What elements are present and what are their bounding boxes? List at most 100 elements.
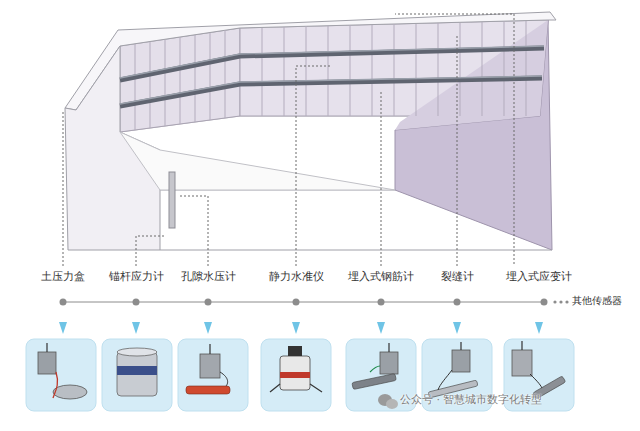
pit-drawing-part <box>395 20 552 250</box>
pit-drawing-part-part <box>526 21 527 116</box>
sensor-panels-part-part <box>102 339 172 411</box>
sensor-panels-part-part <box>438 370 452 390</box>
sensor-panels-part-part <box>38 352 56 374</box>
sensor-panels-part <box>38 343 87 399</box>
leader-lines-part <box>395 14 514 264</box>
sensor-panels-part-part <box>388 343 389 352</box>
pit-drawing-part-part <box>120 48 544 80</box>
sensor-axis-part-part <box>559 300 562 303</box>
pit-drawing-part-part <box>460 23 461 116</box>
sensor-panels-part-part <box>186 386 230 394</box>
sensor-panels-part-part <box>178 339 248 411</box>
sensor-panels-part-part <box>452 350 470 372</box>
sensor-panels-part-part <box>460 342 461 350</box>
sensor-name: 埋入式应变计 <box>505 270 573 283</box>
sensor-panels-part-part <box>352 373 396 389</box>
drop-markers-part <box>59 322 67 334</box>
sensor-panels-part-part <box>288 346 302 356</box>
sensor-panels-part-part <box>270 384 280 392</box>
sensor-panels-part-part <box>117 348 157 356</box>
pit-drawing-part-part <box>306 26 307 116</box>
sensor-axis-part-part <box>565 300 568 303</box>
sensor-panels-part-part <box>261 339 331 411</box>
pit-drawing-part-part <box>195 35 196 122</box>
sensor-axis-part-part <box>133 299 140 306</box>
pit-drawing-part-part <box>416 24 417 116</box>
leader-lines-part <box>381 92 382 266</box>
pit-drawing-part-part <box>165 40 166 126</box>
sensor-axis <box>60 299 569 306</box>
sensor-axis-part <box>60 299 569 306</box>
pit-drawing-part-part <box>180 37 181 124</box>
sensor-axis-part-part <box>293 299 300 306</box>
sensor-name: 土压力盒 <box>40 270 86 283</box>
sensor-panels-part <box>512 341 566 399</box>
sensor-panels-part-part <box>117 366 157 375</box>
sensor-axis-part-part <box>60 299 67 306</box>
watermark-icon-part <box>386 399 398 409</box>
sensor-panels-part-part <box>46 343 47 352</box>
sensor-panels-part-part <box>380 352 398 374</box>
more-sensors-note: 其他传感器 <box>572 295 622 307</box>
pit-drawing-part <box>262 21 526 116</box>
sensor-panels-part <box>352 343 398 389</box>
sensor-panels-part-part <box>220 372 228 386</box>
sensor-name: 裂缝计 <box>440 270 475 283</box>
sensor-panels-part <box>270 346 322 392</box>
sensor-panels-part <box>26 339 574 411</box>
pit-drawing-part-part <box>120 46 544 78</box>
sensor-panels-part-part <box>117 352 157 396</box>
pit-drawing-part-part <box>135 44 136 130</box>
sensor-panels-part-part <box>280 356 310 390</box>
sensor-name: 孔隙水压计 <box>180 270 237 283</box>
pit-drawing-part-part <box>210 33 211 120</box>
pit-drawing-part-part <box>328 26 329 116</box>
pit-drawing-part-part <box>284 27 285 116</box>
sensor-panels-part <box>428 342 478 398</box>
watermark-icon <box>378 394 398 409</box>
drop-markers-part <box>453 322 461 334</box>
leader-lines-part <box>296 66 330 266</box>
pit-drawing-part-part <box>504 22 505 116</box>
leader-lines-part <box>457 36 458 266</box>
drop-markers-part <box>535 322 543 334</box>
sensor-panels-part-part <box>53 385 87 399</box>
sensor-panels-part-part <box>280 372 310 378</box>
pit-drawing-part-part <box>225 30 226 118</box>
watermark: 公众号 · 智慧城市数字化转型 <box>400 393 543 406</box>
sensor-panels-part-part <box>530 374 542 388</box>
sensor-panels-part <box>117 348 157 396</box>
pit-drawing-part <box>395 20 548 130</box>
pit-drawing-part-part <box>394 24 395 116</box>
pit-drawing <box>65 12 556 250</box>
leader-lines-part <box>178 196 208 266</box>
pit-drawing-part-part <box>262 28 263 116</box>
pit-drawing-part <box>169 172 175 228</box>
drop-markers-part <box>292 322 300 334</box>
sensor-panels-part-part <box>53 372 58 398</box>
pit-drawing-part <box>120 46 544 104</box>
sensor-panels-part-part <box>200 354 220 378</box>
sensor-name: 静力水准仪 <box>268 270 325 283</box>
sensor-axis-part-part <box>378 299 385 306</box>
pit-drawing-part <box>120 132 395 190</box>
sensor-name: 锚杆应力计 <box>108 270 165 283</box>
leader-lines-part <box>136 236 166 266</box>
sensor-panels <box>26 339 574 411</box>
pit-drawing-part <box>160 250 552 251</box>
drop-markers-part <box>132 322 140 334</box>
sensor-panels-part-part <box>310 384 322 392</box>
sensor-axis-part-part <box>553 300 556 303</box>
pit-drawing-part-part <box>482 22 483 116</box>
sensor-panels-part-part <box>209 344 210 354</box>
drop-markers <box>59 322 543 334</box>
drop-markers-part <box>377 322 385 334</box>
drop-markers-part <box>204 322 212 334</box>
sensor-name: 埋入式钢筋计 <box>347 270 415 283</box>
pit-drawing-part-part <box>350 25 351 116</box>
pit-drawing-part-part <box>372 25 373 116</box>
sensor-panels-part-part <box>512 350 532 376</box>
sensor-axis-part-part <box>541 299 548 306</box>
pit-drawing-part-part <box>150 42 151 128</box>
